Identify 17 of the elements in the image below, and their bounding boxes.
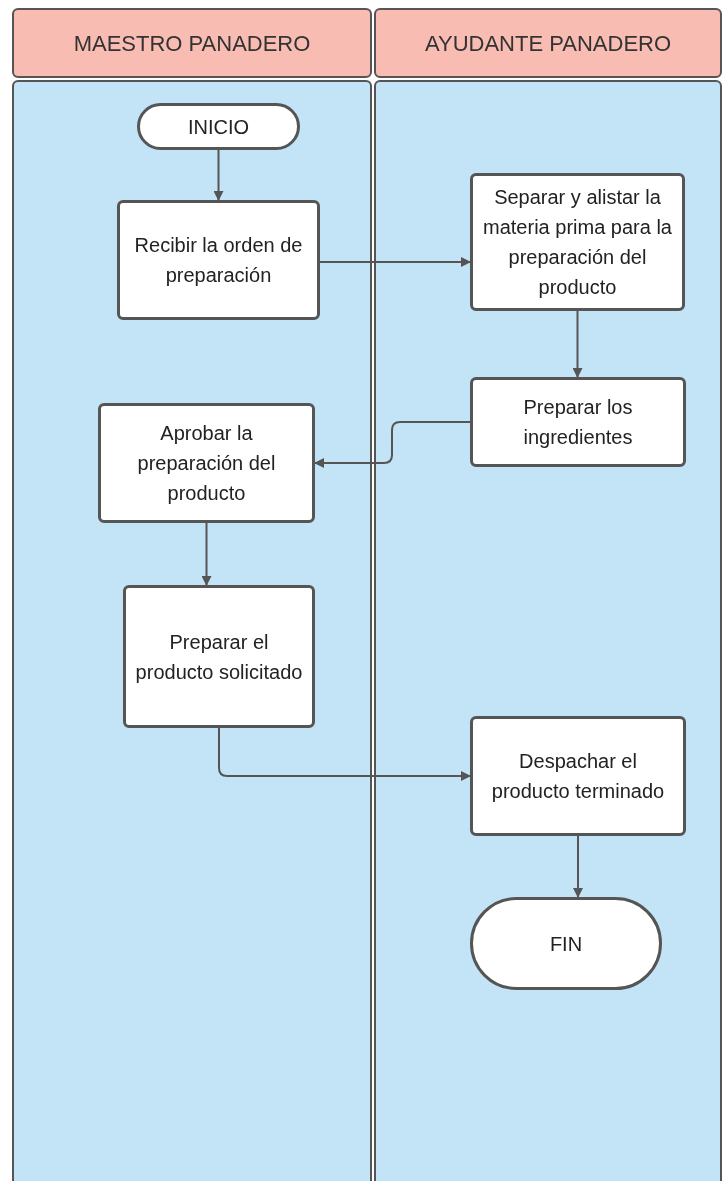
lane-header: AYUDANTE PANADERO [374,8,722,78]
terminal-shape: INICIO [137,103,300,150]
process-box: Recibir la orden de preparación [117,200,320,320]
arrow [573,835,583,898]
terminal-shape: FIN [470,897,662,990]
arrow [319,257,471,267]
process-box: Despachar el producto terminado [470,716,686,836]
process-box: Preparar los ingredientes [470,377,686,467]
arrow [572,310,583,378]
arrow [201,522,212,586]
arrow [213,149,224,201]
arrow [314,421,471,468]
process-box: Separar y alistar la materia prima para la preparación del producto [470,173,685,311]
lane-header: MAESTRO PANADERO [12,8,372,78]
arrow [218,727,471,781]
process-box: Preparar el producto solicitado [123,585,315,728]
process-box: Aprobar la preparación del producto [98,403,315,523]
